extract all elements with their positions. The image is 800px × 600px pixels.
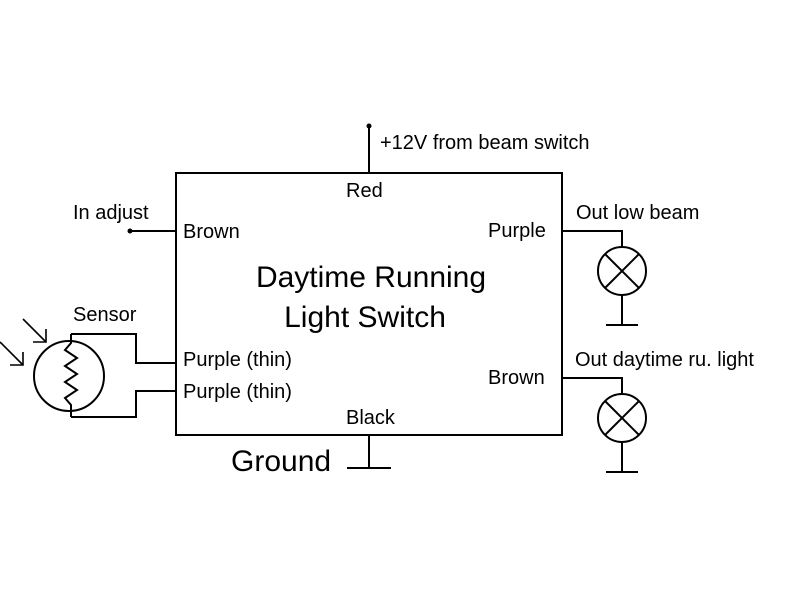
lamp-daytime-ground-icon bbox=[606, 442, 638, 473]
daytime-light-output-label: Out daytime ru. light bbox=[575, 349, 754, 371]
wire-label-black: Black bbox=[346, 407, 396, 429]
lamp-low-beam-ground-icon bbox=[606, 295, 638, 326]
wire-label-purple-thin-2: Purple (thin) bbox=[183, 381, 292, 403]
sensor-label: Sensor bbox=[73, 304, 137, 326]
wire-label-red: Red bbox=[346, 180, 383, 202]
module-title-line2: Light Switch bbox=[284, 301, 446, 334]
wire-label-brown-right: Brown bbox=[488, 367, 545, 389]
adjust-input-label: In adjust bbox=[73, 202, 149, 224]
wire-label-purple-thin-1: Purple (thin) bbox=[183, 349, 292, 371]
low-beam-wire bbox=[562, 230, 623, 247]
low-beam-output-label: Out low beam bbox=[576, 202, 699, 224]
ground-symbol-icon bbox=[347, 435, 391, 469]
sensor-photoresistor-icon bbox=[0, 318, 105, 417]
wire-label-purple: Purple bbox=[488, 220, 546, 242]
power-input-label: +12V from beam switch bbox=[380, 132, 590, 154]
module-title-line1: Daytime Running bbox=[256, 261, 486, 294]
lamp-daytime-icon bbox=[597, 393, 647, 443]
wire-label-brown-left: Brown bbox=[183, 221, 240, 243]
power-terminal-dot bbox=[366, 123, 372, 129]
lamp-low-beam-icon bbox=[597, 246, 647, 296]
adjust-terminal-dot bbox=[127, 228, 133, 234]
sensor-wire-2 bbox=[71, 390, 176, 418]
sensor-wire-1 bbox=[71, 333, 176, 364]
daytime-light-wire bbox=[562, 377, 623, 394]
ground-label: Ground bbox=[231, 445, 331, 478]
